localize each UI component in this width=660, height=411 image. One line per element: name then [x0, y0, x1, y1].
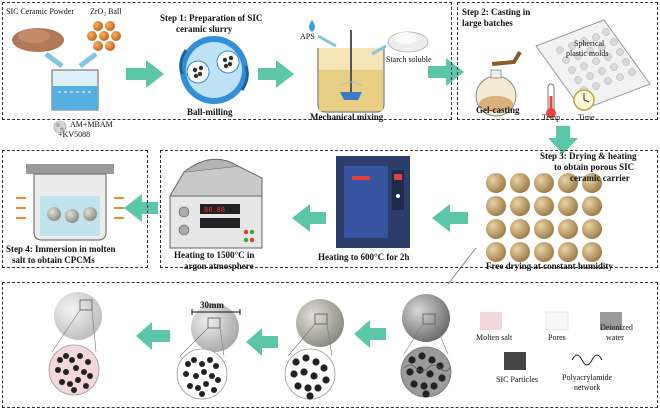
legend [480, 311, 622, 370]
scale-bar [191, 309, 241, 315]
additives-label-2: +KV5088 [58, 130, 91, 139]
beaker-icon [51, 69, 99, 111]
step2-title-line1: Step 2: Casting in [462, 7, 531, 17]
zoom-box-4 [79, 299, 93, 311]
step3-panel [160, 150, 658, 268]
step1-panel [2, 2, 452, 120]
heat-600-label: Heating to 600°C for 2h [318, 252, 410, 262]
legend-molten-salt: Molten salt [476, 333, 513, 342]
molds-label-2: plastic molds [566, 49, 609, 58]
flow-arrow-9 [136, 322, 170, 350]
legend-pores-swatch [545, 311, 569, 331]
muffle-furnace-icon [336, 156, 410, 248]
dried-spheres-grid [486, 173, 602, 262]
legend-deionized-swatch [600, 312, 622, 330]
legend-polyacrylamide-2: network [574, 383, 601, 392]
step4-title-line1: Step 4: Immersion in molten [6, 244, 116, 254]
step2-title-line2: large batches [462, 18, 513, 28]
aps-label: APS [300, 32, 315, 41]
sic-powder-icon [12, 28, 64, 52]
connector-line [447, 247, 477, 285]
pour-arrow-right-icon [78, 52, 98, 68]
temp-label: Temp [542, 113, 561, 122]
legend-polyacrylamide-icon [571, 354, 603, 366]
zoom-box-1 [422, 313, 436, 325]
flow-arrow-down [548, 126, 578, 154]
starch-bowl-icon [371, 31, 429, 56]
legend-deionized-2: water [606, 333, 624, 342]
flow-arrow-7 [354, 320, 386, 348]
mechanical-mixing-label: Mechanical mixing [310, 112, 384, 122]
molds-label-1: Spherical [574, 39, 605, 48]
legend-sic: SIC Particles [496, 375, 538, 384]
aps-drop-icon [309, 20, 337, 48]
flow-arrow-2 [258, 60, 294, 88]
step4-title-line2: salt to obtain CPCMs [12, 255, 95, 265]
gel-casting-label: Gel-casting [476, 105, 520, 115]
sic-powder-label: SIC Ceramic Powder [6, 7, 74, 16]
zro2-label: ZrO₂ Ball [90, 7, 122, 16]
flow-arrow-1 [126, 60, 164, 88]
cpcm-sphere-1 [402, 294, 450, 342]
mixer-icon [317, 30, 385, 113]
ball-mill-jar-icon [179, 36, 249, 104]
step3-title-line3: ceramic carrier [570, 173, 630, 183]
microstructure-3 [176, 348, 228, 400]
legend-pores: Pores [548, 333, 566, 342]
additives-label-1: AM+MBAM [70, 120, 113, 129]
zro2-ball-icon [87, 21, 121, 51]
time-icon [573, 89, 595, 111]
free-drying-label: Free drying at constant humidity [486, 261, 613, 271]
pour-arrow-left-icon [44, 52, 64, 68]
temp-icon [546, 83, 556, 118]
microstructure-4 [48, 344, 100, 396]
step4-panel [2, 150, 148, 268]
flow-arrow-6 [124, 194, 158, 222]
legend-sic-swatch [504, 352, 526, 370]
zoom-box-3 [207, 317, 221, 329]
molten-salt-immersion-icon [16, 164, 124, 241]
step2-panel [457, 2, 658, 120]
microstructure-2 [284, 348, 336, 400]
heat-1500-line1: Heating to 1500°C in [174, 250, 255, 260]
zoom-box-2 [314, 313, 328, 325]
legend-molten-salt-swatch [480, 312, 502, 330]
scale-bar-label: 30mm [200, 300, 224, 310]
cpcm-sphere-2 [296, 299, 344, 347]
ball-milling-label: Ball-milling [187, 107, 233, 117]
step3-title-line2: to obtain porous SIC [554, 162, 635, 172]
time-label: Time [578, 113, 595, 122]
flow-arrow-4 [432, 204, 468, 232]
microstructure-1 [400, 346, 452, 398]
flow-arrow-5 [292, 204, 326, 232]
cpcm-sphere-4 [54, 292, 102, 340]
legend-polyacrylamide-1: Polyacrylamide [562, 373, 613, 382]
legend-deionized-1: Deionized [600, 323, 633, 332]
gel-casting-flask-icon [475, 50, 522, 117]
svg-text:88.88: 88.88 [204, 206, 225, 214]
step1-title-line2: ceramic slurry [176, 24, 233, 34]
tube-furnace-icon: 88.88 [169, 158, 263, 249]
flow-arrow-8 [246, 328, 278, 356]
flow-arrow-3 [428, 58, 464, 86]
additive-powder-icon [53, 120, 67, 134]
step1-title-line1: Step 1: Preparation of SIC [160, 13, 263, 23]
step3-title-line1: Step 3: Drying & heating [540, 151, 637, 161]
microstructure-panel [2, 282, 658, 408]
starch-label: Starch soluble [386, 55, 432, 64]
heat-1500-line2: argon atmosphere [184, 261, 254, 271]
